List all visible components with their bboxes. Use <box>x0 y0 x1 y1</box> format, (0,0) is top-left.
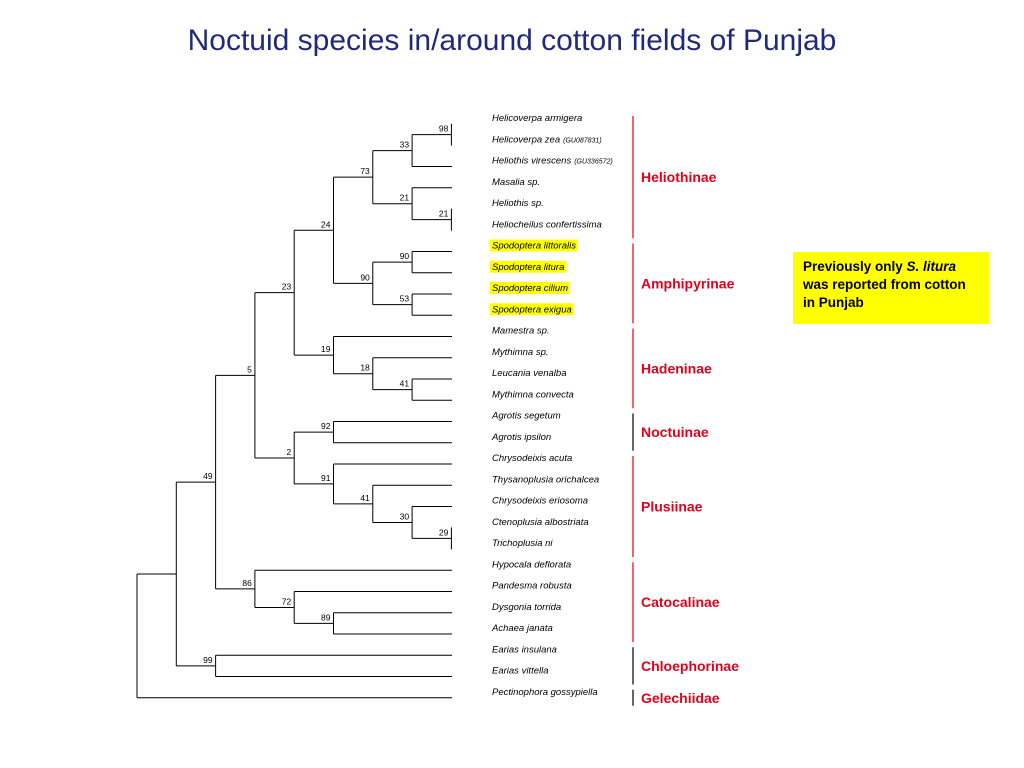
bootstrap-value: 49 <box>203 471 213 481</box>
subfamily-label: Chloephorinae <box>641 658 739 674</box>
taxon-highlight <box>490 282 571 294</box>
bootstrap-value: 5 <box>247 364 252 374</box>
taxon-label: Achaea janata <box>491 623 553 634</box>
bootstrap-value: 23 <box>282 282 292 292</box>
taxon-label: Hypocala deflorata <box>492 559 571 570</box>
subfamily-label: Noctuinae <box>641 424 709 440</box>
taxon-label: Masalia sp. <box>492 177 540 188</box>
taxon-label: Helicoverpa armigera <box>492 113 582 124</box>
taxon-highlight <box>490 303 574 316</box>
slide-title: Noctuid species in/around cotton fields … <box>187 24 837 57</box>
subfamily-label: Plusiinae <box>641 499 703 515</box>
subfamily-label: Gelechiidae <box>641 690 720 706</box>
subfamily-brackets: HeliothinaeAmphipyrinaeHadeninaeNoctuina… <box>632 116 739 706</box>
bootstrap-values: 98 33 21 21 73 90 53 90 24 41 18 19 23 92 29 30 41 91 2 5 89… <box>203 124 449 665</box>
taxon-label: Heliocheilus confertissima <box>492 219 602 230</box>
bootstrap-value: 98 <box>439 124 449 134</box>
taxon-label: Chrysodeixis acuta <box>492 453 572 464</box>
taxon-label: Leucania venalba <box>492 368 566 379</box>
bootstrap-value: 24 <box>321 219 331 229</box>
bootstrap-value: 29 <box>439 527 449 537</box>
bootstrap-value: 91 <box>321 473 331 483</box>
taxon-label: Mamestra sp. <box>492 326 550 337</box>
taxon-label: Mythimna sp. <box>492 347 549 358</box>
taxon-label: Pandesma robusta <box>492 581 572 592</box>
bootstrap-value: 2 <box>286 447 291 457</box>
taxon-label: Heliothis sp. <box>492 198 544 209</box>
taxon-label: Chrysodeixis eriosoma <box>492 496 588 507</box>
bootstrap-value: 18 <box>360 363 370 373</box>
taxon-label: Earias vittella <box>492 666 549 677</box>
taxon-label: Trichoplusia ni <box>492 538 553 549</box>
taxon-label: Ctenoplusia albostriata <box>492 517 589 528</box>
bootstrap-value: 73 <box>360 166 370 176</box>
bootstrap-value: 86 <box>242 578 252 588</box>
taxon-label: Earias insulana <box>492 644 557 655</box>
taxon-label: Agrotis ipsilon <box>491 432 551 443</box>
bootstrap-value: 90 <box>400 251 410 261</box>
bootstrap-value: 21 <box>439 209 449 219</box>
taxon-label: Thysanoplusia orichalcea <box>492 474 599 485</box>
subfamily-label: Amphipyrinae <box>641 275 735 291</box>
bootstrap-value: 72 <box>282 596 292 606</box>
subfamily-label: Catocalinae <box>641 594 720 610</box>
subfamily-label: Heliothinae <box>641 169 717 185</box>
subfamily-label: Hadeninae <box>641 360 712 376</box>
bootstrap-value: 21 <box>400 193 410 203</box>
bootstrap-value: 33 <box>400 140 410 150</box>
bootstrap-value: 41 <box>400 379 410 389</box>
taxon-label: Pectinophora gossypiella <box>492 687 598 698</box>
taxon-label: Spodoptera cilium <box>492 283 568 294</box>
taxon-highlight <box>490 260 567 273</box>
note-species: S. litura <box>906 259 957 274</box>
taxon-highlight <box>490 239 578 252</box>
bootstrap-value: 19 <box>321 344 331 354</box>
note-box: Previously only S. litura was reported f… <box>793 252 989 324</box>
bootstrap-value: 41 <box>360 493 370 503</box>
taxon-label: Spodoptera exigua <box>492 304 572 315</box>
bootstrap-value: 92 <box>321 421 331 431</box>
bootstrap-value: 30 <box>400 511 410 521</box>
taxon-label: Spodoptera litura <box>492 262 564 273</box>
taxon-label: Helicoverpa zea(GU087831) <box>492 134 602 145</box>
taxon-label: Spodoptera littoralis <box>492 241 576 252</box>
taxon-highlights <box>490 239 578 316</box>
bootstrap-value: 99 <box>203 655 213 665</box>
note-suffix: was reported from cotton in Punjab <box>803 277 966 310</box>
taxon-label: Heliothis virescens(GU336572) <box>492 156 613 167</box>
note-prefix: Previously only <box>803 259 907 274</box>
taxon-label: Agrotis segetum <box>491 411 561 422</box>
tree-branches <box>136 123 452 699</box>
bootstrap-value: 53 <box>400 294 410 304</box>
bootstrap-value: 89 <box>321 612 331 622</box>
taxon-label: Dysgonia torrida <box>492 602 561 613</box>
taxon-label: Mythimna convecta <box>492 389 574 400</box>
bootstrap-value: 90 <box>360 272 370 282</box>
